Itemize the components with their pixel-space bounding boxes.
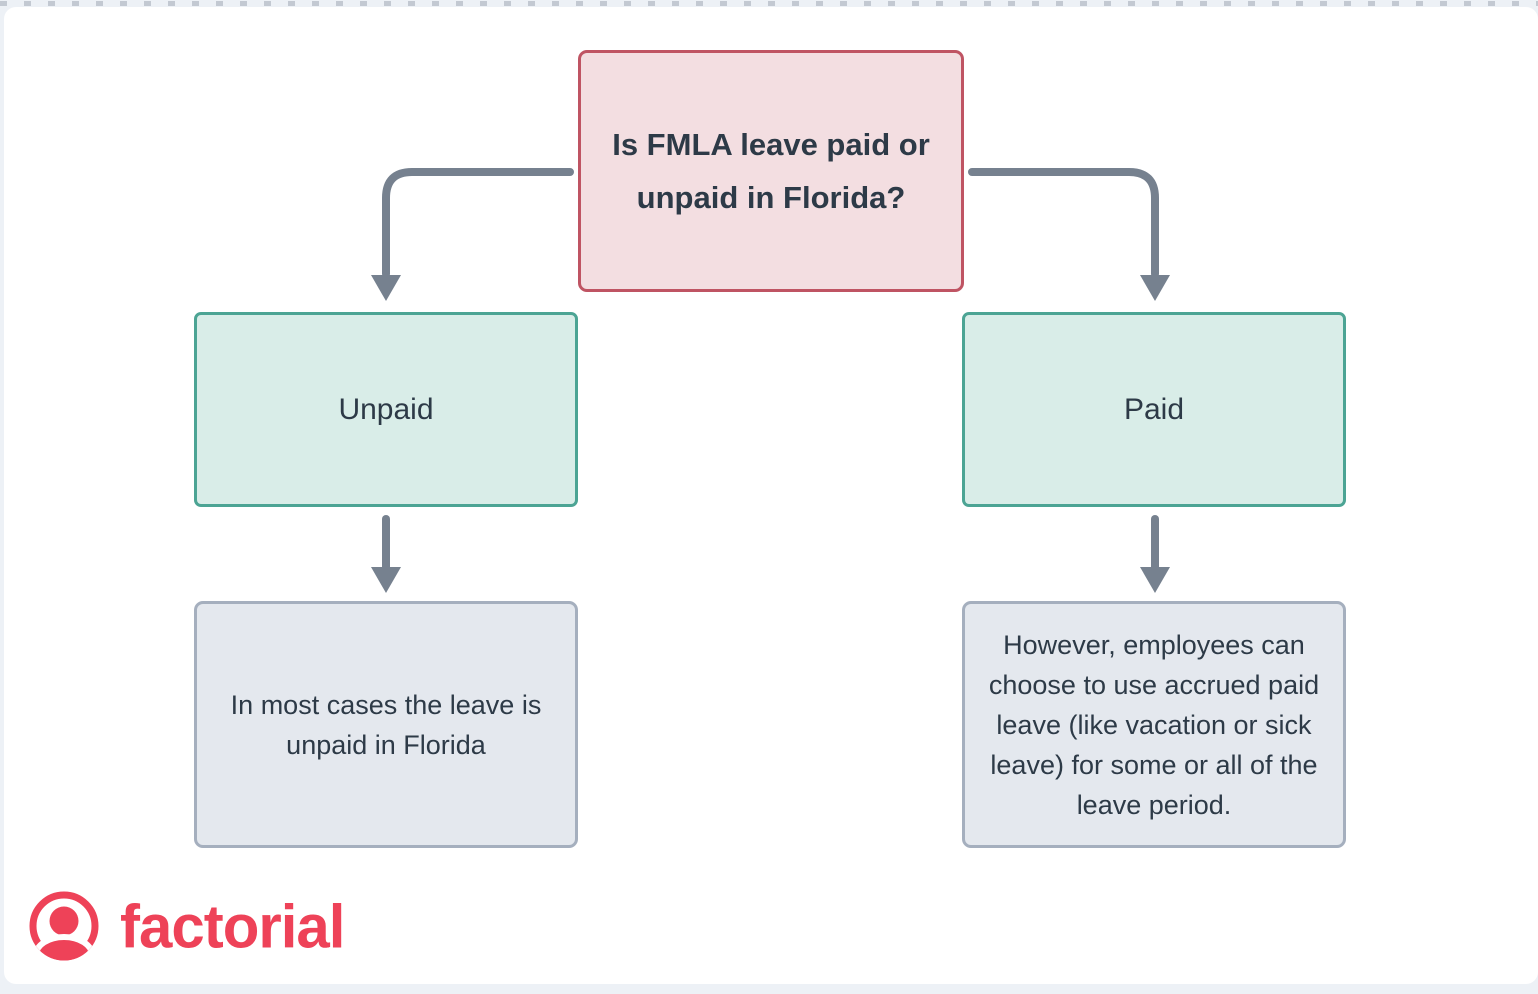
page-boundary-dashes [0, 1, 1538, 6]
question-node-label: Is FMLA leave paid or unpaid in Florida? [612, 127, 930, 215]
detail-node-paid-label: However, employees can choose to use acc… [988, 629, 1320, 820]
answer-node-paid-label: Paid [1123, 392, 1185, 426]
detail-node-paid: However, employees can choose to use acc… [962, 601, 1346, 848]
edge-question-to-unpaid [382, 168, 574, 278]
question-node: Is FMLA leave paid or unpaid in Florida? [578, 50, 964, 292]
arrowhead [371, 275, 401, 301]
edge-question-to-paid [968, 168, 1159, 278]
factorial-wordmark: factorial [120, 891, 345, 961]
person-in-circle-icon [29, 891, 99, 961]
arrowhead [1140, 567, 1170, 593]
answer-node-unpaid-label: Unpaid [338, 392, 434, 426]
detail-node-unpaid-label: In most cases the leave is unpaid in Flo… [230, 689, 542, 760]
answer-node-paid: Paid [962, 312, 1346, 507]
detail-node-unpaid: In most cases the leave is unpaid in Flo… [194, 601, 578, 848]
arrowhead [1140, 275, 1170, 301]
answer-node-unpaid: Unpaid [194, 312, 578, 507]
factorial-logo: factorial [28, 890, 345, 962]
arrowhead [371, 567, 401, 593]
